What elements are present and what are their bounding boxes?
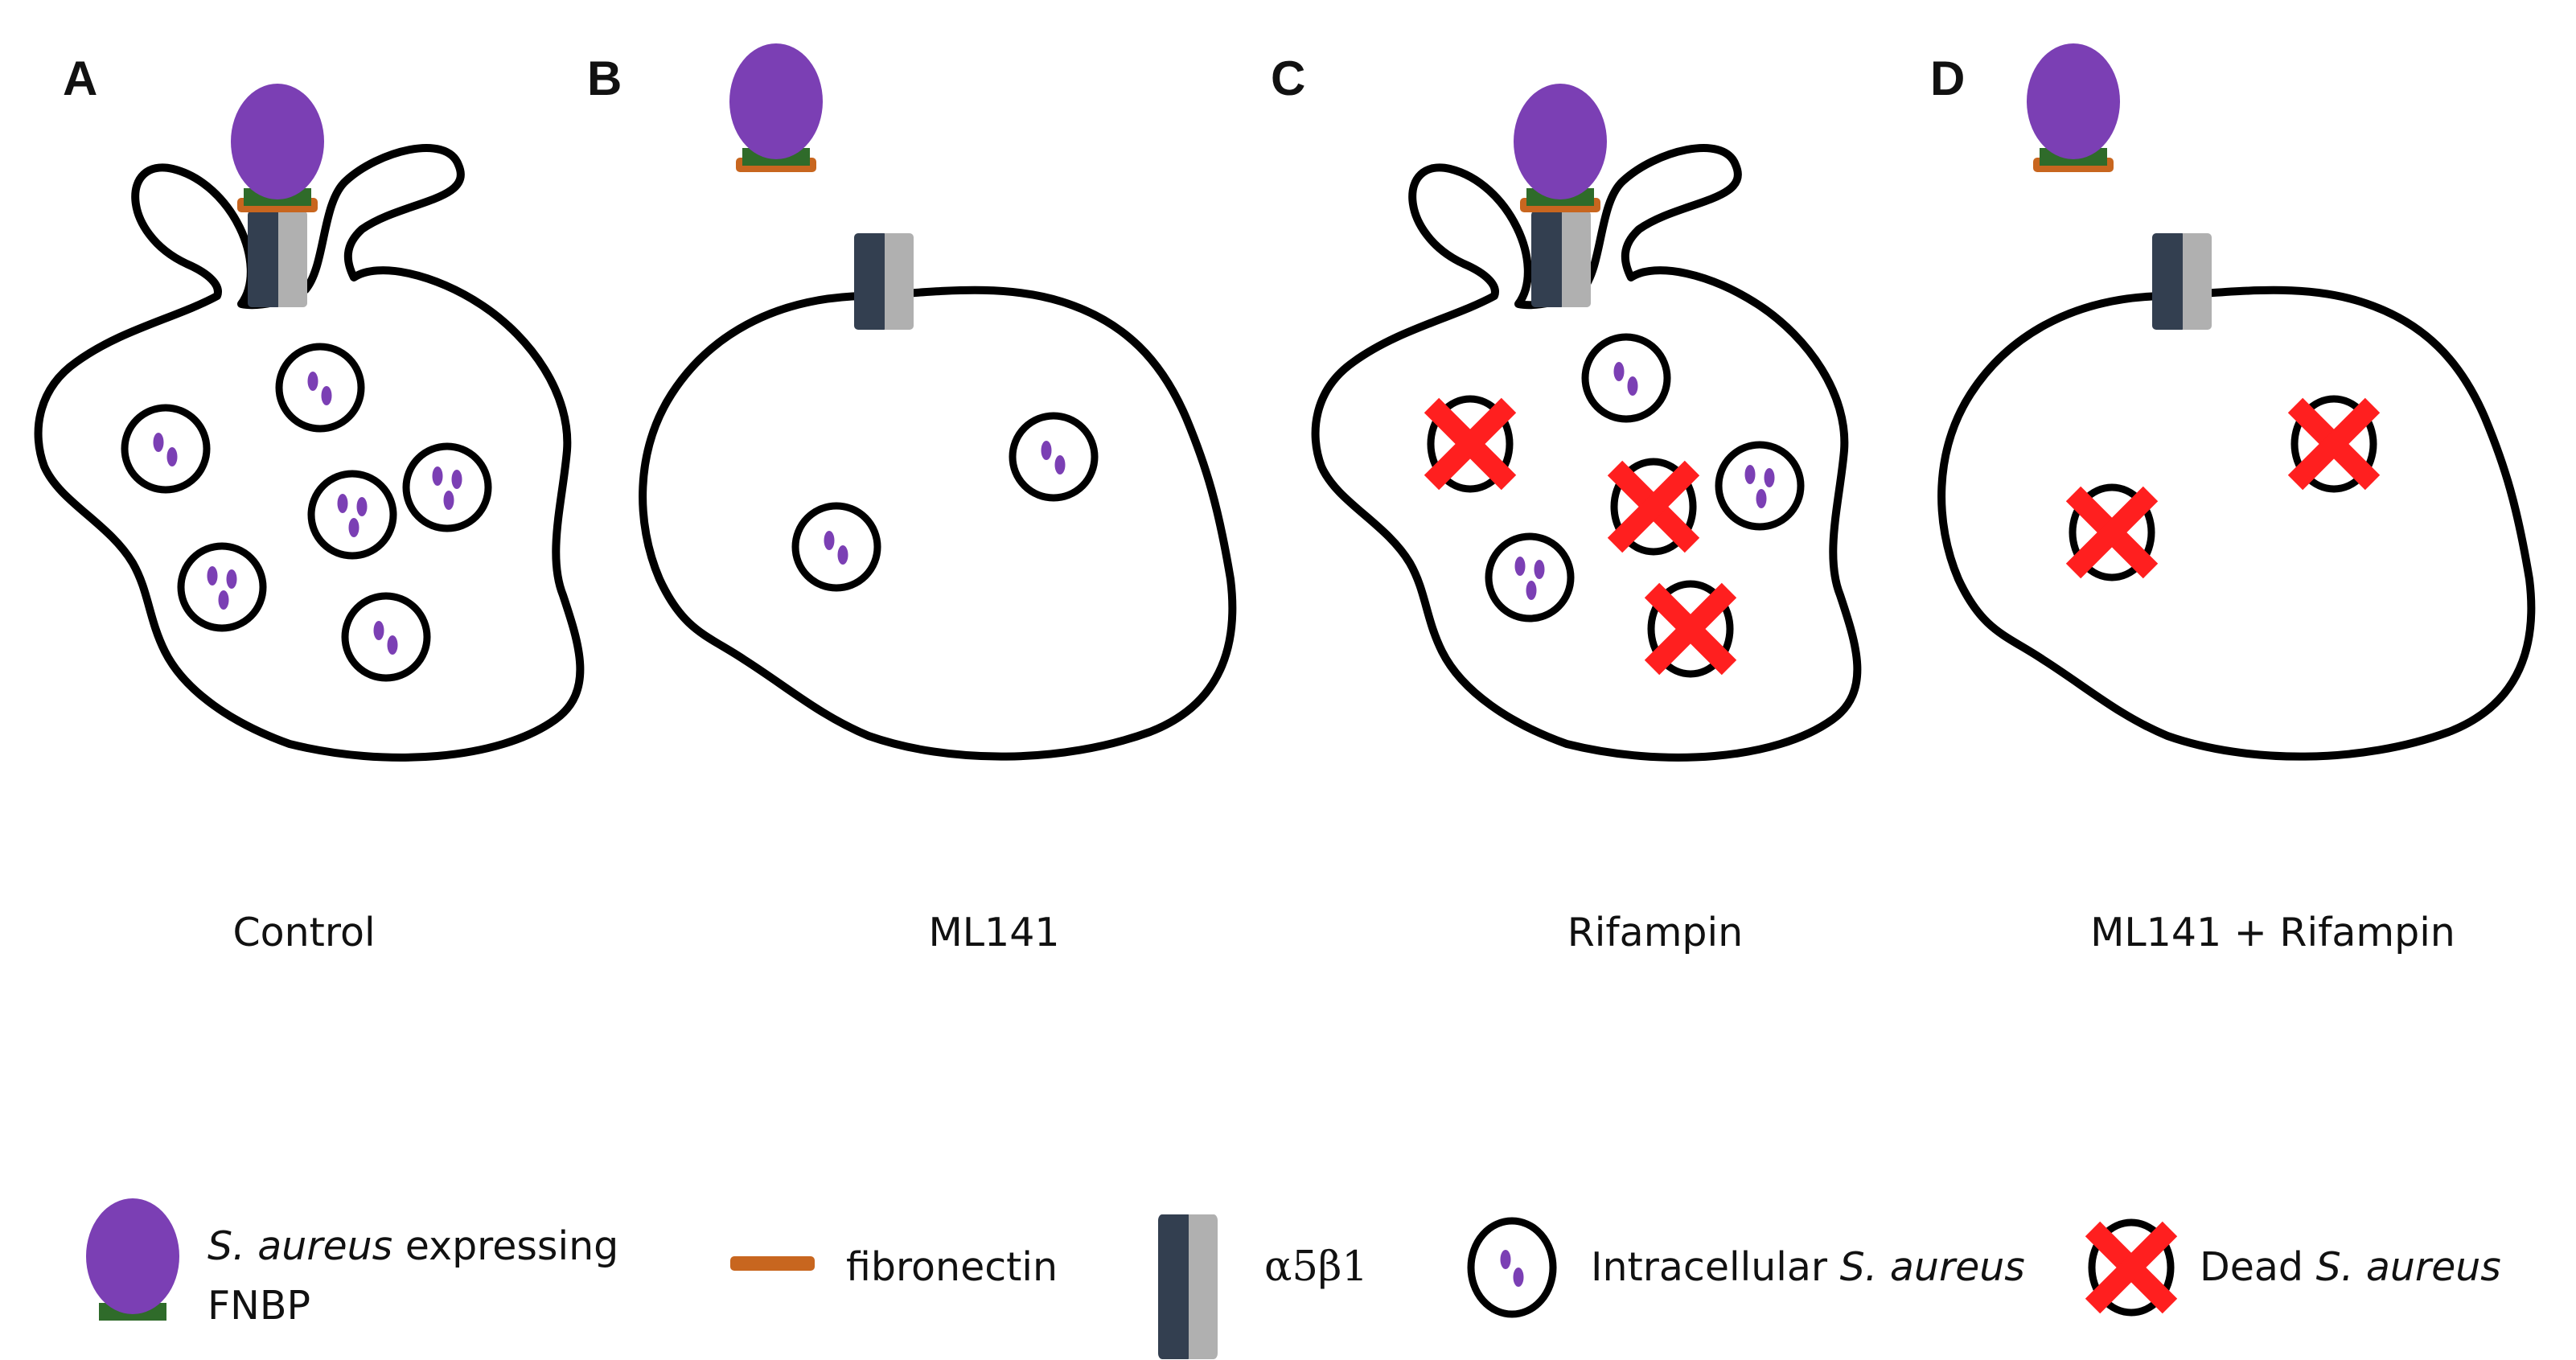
intracellular-bacterium-b2 [1013, 416, 1095, 498]
host-cell-d [1937, 286, 2536, 761]
dead-bacterium-c1 [1431, 399, 1510, 489]
legend-integrin-label: α5β1 [1264, 1243, 1368, 1291]
legend-integrin-icon [1158, 1214, 1218, 1359]
integrin-receptor-b [854, 233, 914, 330]
panel-b: B ML141 [587, 43, 1237, 955]
intracellular-bacterium-c3 [1489, 536, 1571, 618]
panel-letter-c: C [1271, 51, 1305, 105]
panel-a: A Control [34, 51, 585, 955]
legend-bacterium: S. aureus expressing FNBP [86, 1198, 618, 1329]
legend-dead-species: S. aureus [2316, 1244, 2501, 1290]
intracellular-bacterium-b1 [795, 506, 877, 588]
panel-letter-b: B [587, 51, 622, 105]
panel-letter-d: D [1930, 51, 1965, 105]
integrin-receptor-d [2152, 233, 2212, 330]
legend-bacterium-rest: expressing [392, 1223, 618, 1269]
legend-fibronectin: fibronectin [730, 1244, 1058, 1290]
bacterium-d [2027, 43, 2120, 166]
dead-bacterium-c3 [1651, 584, 1730, 674]
panel-caption-c: Rifampin [1567, 910, 1743, 955]
dead-bacterium-d2 [2073, 487, 2151, 577]
panel-c: C Rifampin [1271, 51, 1862, 955]
panel-caption-d: ML141 + Rifampin [2090, 910, 2455, 955]
legend-intracellular-icon [1467, 1217, 1557, 1318]
legend-bacterium-label: S. aureus expressing [207, 1223, 618, 1269]
bacterium-c [1514, 84, 1607, 206]
panel-caption-a: Control [232, 910, 375, 955]
legend-bacterium-icon [86, 1198, 179, 1321]
legend-integrin: α5β1 [1158, 1214, 1368, 1359]
legend: S. aureus expressing FNBP fibronectin α5… [86, 1198, 2501, 1359]
legend-intracellular: Intracellular S. aureus [1467, 1217, 2025, 1318]
legend-bacterium-line2: FNBP [207, 1283, 310, 1329]
integrin-receptor-a [248, 211, 307, 307]
legend-dead-prefix: Dead [2200, 1244, 2316, 1290]
panel-caption-b: ML141 [928, 910, 1059, 955]
integrin-receptor-c [1531, 211, 1591, 307]
legend-bacterium-species: S. aureus [207, 1223, 392, 1269]
legend-dead-icon [2092, 1222, 2171, 1313]
dead-bacterium-c2 [1614, 462, 1693, 552]
bacterium-b [729, 43, 823, 166]
legend-fibronectin-icon [730, 1256, 815, 1271]
panel-d: D ML141 + Rifampin [1930, 43, 2536, 955]
legend-intracellular-prefix: Intracellular [1591, 1244, 1840, 1290]
intracellular-bacterium-c2 [1719, 445, 1801, 527]
dead-bacterium-d1 [2295, 399, 2373, 489]
intracellular-bacterium-a2 [279, 347, 361, 429]
legend-dead-label: Dead S. aureus [2200, 1244, 2501, 1290]
legend-dead: Dead S. aureus [2092, 1222, 2501, 1313]
legend-intracellular-species: S. aureus [1840, 1244, 2025, 1290]
legend-fibronectin-label: fibronectin [846, 1244, 1058, 1290]
intracellular-bacterium-a4 [406, 446, 488, 528]
host-cell-a [34, 144, 585, 762]
legend-intracellular-label: Intracellular S. aureus [1591, 1244, 2025, 1290]
bacterium-a [231, 84, 324, 206]
panel-letter-a: A [63, 51, 97, 105]
intracellular-bacterium-a5 [181, 546, 263, 628]
host-cell-b [639, 286, 1237, 761]
intracellular-bacterium-a3 [311, 474, 393, 556]
intracellular-bacterium-c1 [1585, 337, 1667, 419]
intracellular-bacterium-a1 [125, 408, 207, 490]
intracellular-bacterium-a6 [345, 596, 427, 678]
